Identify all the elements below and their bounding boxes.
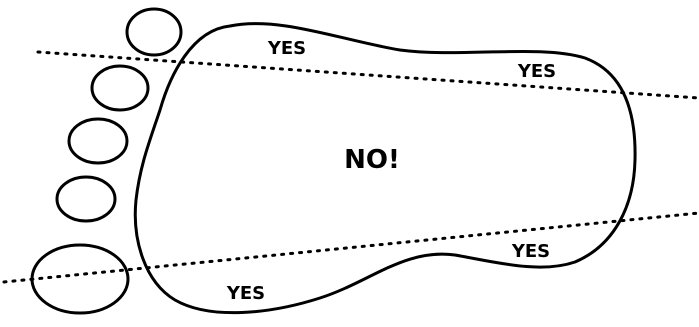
label-yes-top-right: YES <box>517 61 556 82</box>
dotted-line-top <box>38 52 699 98</box>
toe-1 <box>127 9 181 55</box>
dotted-line-bottom <box>4 213 699 282</box>
label-yes-bottom-right: YES <box>511 241 550 262</box>
label-no: NO! <box>344 145 400 175</box>
label-yes-top-left: YES <box>267 38 306 59</box>
label-yes-bottom-left: YES <box>226 283 265 304</box>
toe-2 <box>92 66 148 110</box>
toe-5 <box>32 245 128 313</box>
toe-4 <box>57 177 115 221</box>
toe-3 <box>69 119 127 163</box>
